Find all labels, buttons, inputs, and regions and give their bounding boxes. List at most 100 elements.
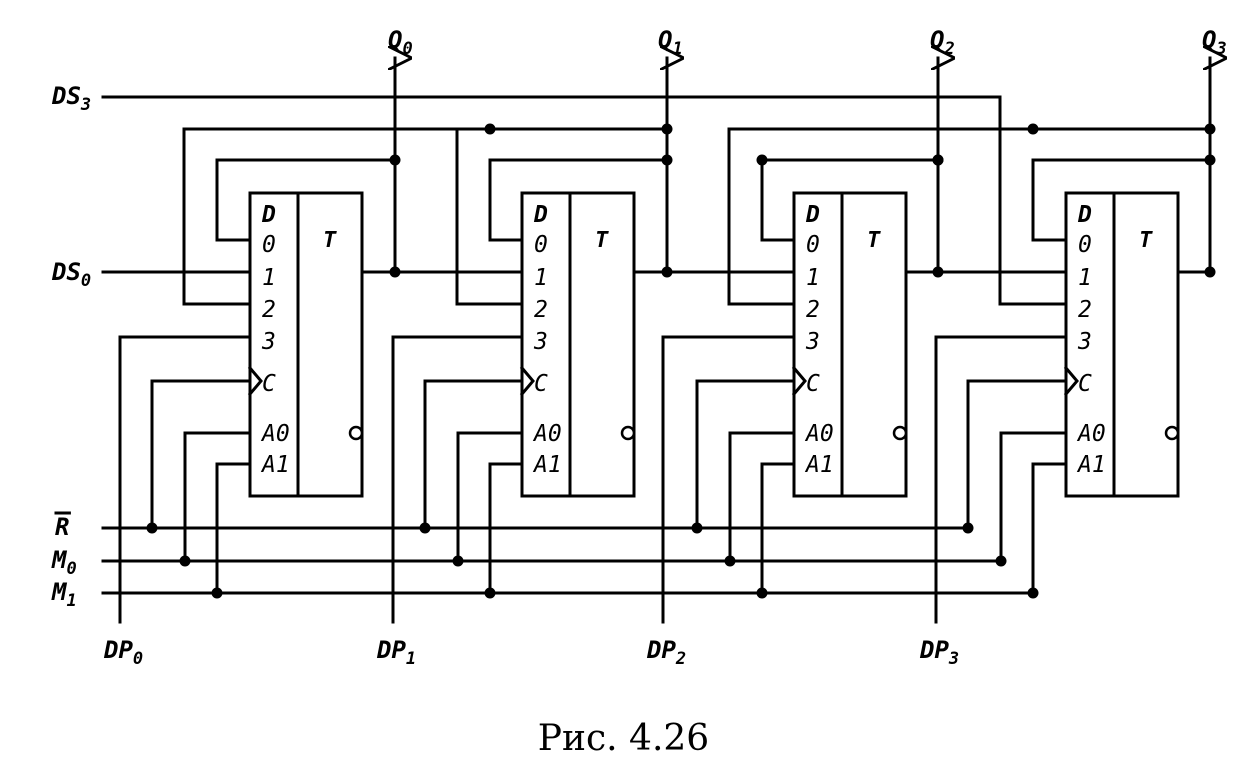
trigger-pin-2: 2	[262, 297, 276, 323]
junction-dot	[932, 266, 944, 278]
trigger-pin-A1: A1	[260, 452, 290, 478]
c-wire	[695, 379, 796, 530]
junction-dot	[724, 555, 736, 567]
a1-wire	[215, 462, 252, 595]
c-wire	[966, 379, 1068, 530]
trigger-pin-3: 3	[805, 329, 820, 355]
trigger-pin-A0: A0	[1076, 421, 1106, 447]
inverse-output-bubble	[620, 425, 636, 441]
clock-triangle	[247, 365, 263, 397]
trigger-title: T	[867, 228, 881, 253]
junction-dot	[389, 154, 401, 166]
junction-dot	[661, 154, 673, 166]
pin2-feedback	[455, 127, 524, 306]
trigger-pin-C: C	[1078, 371, 1092, 397]
inverse-output-bubble	[348, 425, 364, 441]
junction-dot	[146, 522, 158, 534]
trigger-pin-0: 0	[534, 232, 548, 258]
pin2-feedback	[182, 127, 252, 306]
junction-dot	[419, 522, 431, 534]
trigger-title: T	[323, 228, 337, 253]
trigger-pin-A0: A0	[532, 421, 562, 447]
junction-dot	[661, 123, 673, 135]
trigger-pin-3: 3	[533, 329, 548, 355]
trigger-pin-C: C	[262, 371, 276, 397]
trigger-1	[520, 191, 636, 498]
pin0-feedback	[760, 158, 940, 242]
label-m1: M1	[51, 578, 77, 611]
trigger-pin-1: 1	[1078, 265, 1092, 291]
trigger-3	[1064, 191, 1180, 498]
trigger-pin-A0: A0	[804, 421, 834, 447]
trigger-pin-0: 0	[262, 232, 276, 258]
junction-dot	[389, 266, 401, 278]
ds3-wire	[101, 95, 1068, 306]
a0-wire	[183, 431, 252, 563]
a0-wire	[728, 431, 796, 563]
trigger-pin-D: D	[1077, 202, 1092, 228]
trigger-pin-2: 2	[1078, 297, 1092, 323]
junction-dot	[756, 154, 768, 166]
junctions	[146, 123, 1216, 599]
junction-dot	[995, 555, 1007, 567]
junction-dot	[756, 587, 768, 599]
trigger-pin-A0: A0	[260, 421, 290, 447]
inverse-output-bubble	[892, 425, 908, 441]
trigger-pin-A1: A1	[532, 452, 562, 478]
pin0-feedback	[1031, 158, 1212, 242]
junction-dot	[661, 266, 673, 278]
label-dp-0: DP0	[103, 636, 143, 669]
junction-dot	[962, 522, 974, 534]
label-m0: M0	[51, 546, 77, 579]
label-dp-1: DP1	[376, 636, 416, 669]
trigger-pin-D: D	[533, 202, 548, 228]
trigger-pin-2: 2	[534, 297, 548, 323]
junction-dot	[1027, 123, 1039, 135]
trigger-pin-D: D	[261, 202, 276, 228]
label-q-3: Q3	[1202, 26, 1227, 59]
trigger-pin-1: 1	[534, 265, 548, 291]
trigger-title: T	[1139, 228, 1153, 253]
c-wire	[150, 379, 252, 530]
label-r: R	[55, 513, 69, 541]
clock-triangle	[791, 365, 807, 397]
junction-dot	[484, 587, 496, 599]
figure-caption: Рис. 4.26	[537, 718, 710, 759]
trigger-pin-A1: A1	[1076, 452, 1106, 478]
junction-dot	[452, 555, 464, 567]
clock-triangle	[519, 365, 535, 397]
trigger-pin-1: 1	[806, 265, 820, 291]
label-q-0: Q0	[388, 26, 413, 59]
trigger-pin-2: 2	[806, 297, 820, 323]
a1-wire	[760, 462, 796, 595]
trigger-pin-3: 3	[1077, 329, 1092, 355]
trigger-pin-C: C	[534, 371, 548, 397]
junction-dot	[1204, 154, 1216, 166]
triggers: TD0123CA0A1TD0123CA0A1TD0123CA0A1TD0123C…	[247, 191, 1180, 498]
a1-wire	[488, 462, 524, 595]
trigger-pin-0: 0	[1078, 232, 1092, 258]
label-q-1: Q1	[658, 26, 683, 59]
a0-wire	[456, 431, 524, 563]
label-ds0: DS0	[51, 258, 91, 291]
trigger-2	[792, 191, 908, 498]
pin0-feedback	[488, 158, 669, 242]
label-dp-3: DP3	[919, 636, 959, 669]
junction-dot	[691, 522, 703, 534]
junction-dot	[179, 555, 191, 567]
a1-wire	[1031, 462, 1068, 595]
trigger-pin-1: 1	[262, 265, 276, 291]
c-wire	[423, 379, 524, 530]
inverse-output-bubble	[1164, 425, 1180, 441]
trigger-pin-3: 3	[261, 329, 276, 355]
junction-dot	[1027, 587, 1039, 599]
label-dp-2: DP2	[646, 636, 686, 669]
label-ds3: DS3	[51, 82, 91, 115]
trigger-pin-C: C	[806, 371, 820, 397]
trigger-0	[248, 191, 364, 498]
trigger-pin-0: 0	[806, 232, 820, 258]
pin2-feedback	[727, 127, 796, 306]
junction-dot	[211, 587, 223, 599]
